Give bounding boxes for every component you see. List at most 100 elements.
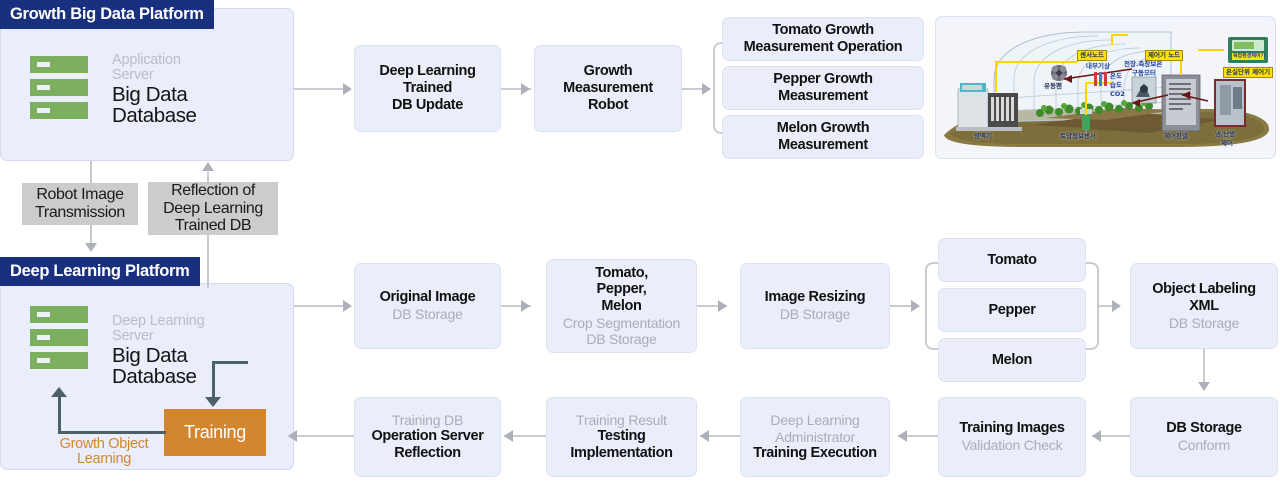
box-line: DB Storage <box>586 331 657 348</box>
box-line: Tomato, <box>595 264 648 281</box>
deep-server-subtitle-line1: Deep Learning <box>112 313 205 329</box>
greenhouse-label-temperature: 온도 <box>1110 72 1122 80</box>
robot-image-transmission-arrow <box>84 243 97 252</box>
note-reflection-deep-learning-trained-db: Reflection of Deep Learning Trained DB <box>148 182 278 235</box>
greenhouse-label-greenhouse-unit-controller: 온실단위 제어기 <box>1223 67 1274 79</box>
mid-flow-arrow-0 <box>343 299 352 312</box>
greenhouse-label-humidity: 습도 <box>1110 81 1122 89</box>
box-line: Trained <box>402 80 453 97</box>
bottom-flow-arrow-3 <box>898 429 907 442</box>
box-line: Melon <box>991 351 1033 368</box>
box-line: Deep Learning <box>379 63 476 80</box>
box-line: Implementation <box>570 445 673 462</box>
box-line: Tomato <box>987 251 1037 268</box>
mid-flow-arrow-2 <box>718 299 727 312</box>
growth-object-learning-label-line1: Growth Object <box>59 436 149 452</box>
crop-brace-right <box>1086 262 1099 350</box>
mid-flow-line-1 <box>501 305 531 307</box>
mid-flow-arrow-1 <box>521 299 530 312</box>
box-line: Testing <box>597 428 646 445</box>
box-line: Measurement Operation <box>743 39 903 55</box>
bottom-flow-arrow-0 <box>288 429 297 442</box>
growth-big-data-platform-title: Growth Big Data Platform <box>0 0 214 30</box>
top-flow-line-3 <box>682 88 710 90</box>
bottom-flow-line-3 <box>898 435 938 437</box>
box-line: Object Labeling <box>1152 281 1256 298</box>
server-rack-icon <box>30 56 88 120</box>
box-line: Training Execution <box>753 444 877 461</box>
object-labeling-to-db-storage-arrow <box>1197 382 1210 391</box>
growth-server-title-line2: Database <box>112 104 197 127</box>
box-line: Training Images <box>959 420 1065 437</box>
training-input-line-horizontal <box>212 361 248 364</box>
box-line: Administrator <box>775 428 855 445</box>
note-line1: Robot Image <box>36 186 124 204</box>
greenhouse-graphic <box>944 31 1269 147</box>
bottom-flow-arrow-1 <box>504 429 513 442</box>
growth-server-subtitle-line2: Server <box>112 67 154 83</box>
box-line: DB Update <box>392 96 463 113</box>
box-line: Conform <box>1177 437 1231 454</box>
training-input-arrow <box>205 397 221 407</box>
box-line: Deep Learning <box>770 412 860 429</box>
deep-server-title-line2: Database <box>112 365 197 388</box>
box-line: DB Storage <box>1168 314 1240 331</box>
box-line: Melon <box>601 298 642 315</box>
box-training-images-validation-check: Training Images Validation Check <box>938 397 1086 477</box>
greenhouse-label-sensor-node: 센서노드 <box>1077 50 1107 62</box>
box-line: XML <box>1189 297 1219 314</box>
box-line: Robot <box>587 96 629 113</box>
mid-flow-arrow-3 <box>911 299 920 312</box>
box-tomato-growth-measurement-operation: Tomato Growth Measurement Operation <box>722 17 924 61</box>
box-object-labeling-xml: Object Labeling XML DB Storage <box>1130 263 1278 349</box>
box-line: Tomato Growth <box>772 22 874 39</box>
box-line: Training Result <box>576 412 667 429</box>
top-flow-arrow-2 <box>521 82 530 95</box>
deep-learning-platform-title: Deep Learning Platform <box>0 257 200 287</box>
growth-server-title-line1: Big Data <box>112 83 188 106</box>
box-training-db-operation-server-reflection: Training DB Operation Server Reflection <box>354 397 501 477</box>
growth-object-learning-label-line2: Learning <box>76 451 132 467</box>
top-flow-arrow-1 <box>343 82 352 95</box>
reflection-arrow <box>201 162 214 171</box>
box-training-result-testing-implementation: Training Result Testing Implementation <box>546 397 697 477</box>
box-melon-growth-measurement: Melon Growth Measurement <box>722 115 924 159</box>
training-box[interactable]: Training <box>164 409 266 456</box>
note-robot-image-transmission: Robot Image Transmission <box>22 183 138 225</box>
note-line2: Deep Learning <box>163 199 263 217</box>
box-line: Measurement <box>778 137 868 153</box>
measurement-brace <box>713 42 726 134</box>
mid-flow-line-2 <box>697 305 727 307</box>
deep-server-subtitle-line2: Server <box>112 328 154 344</box>
box-crop-tomato: Tomato <box>938 238 1086 282</box>
top-flow-line-2 <box>501 88 531 90</box>
box-line: DB Storage <box>1166 420 1242 437</box>
bottom-flow-arrow-2 <box>700 429 709 442</box>
box-deep-learning-trained-db-update: Deep Learning Trained DB Update <box>354 45 501 132</box>
growth-server-subtitle-line1: Application <box>112 52 181 68</box>
bottom-flow-line-1 <box>504 435 546 437</box>
box-line: Pepper Growth <box>773 71 873 88</box>
mid-flow-line-3 <box>890 305 918 307</box>
box-image-resizing-db-storage: Image Resizing DB Storage <box>740 263 890 349</box>
mid-flow-line-0 <box>294 305 344 307</box>
box-crop-melon: Melon <box>938 338 1086 382</box>
greenhouse-label-drive-motor: 구동모터 <box>1132 69 1156 77</box>
box-line: Image Resizing <box>764 289 866 306</box>
bottom-flow-line-2 <box>700 435 740 437</box>
box-deep-learning-administrator-training-execution: Deep Learning Administrator Training Exe… <box>740 397 890 477</box>
greenhouse-label-control-panel: 제어판넬 <box>1164 132 1188 140</box>
box-line: Original Image <box>379 289 476 306</box>
box-line: DB Storage <box>392 306 463 323</box>
greenhouse-label-co2: CO2 <box>1110 90 1125 98</box>
box-growth-measurement-robot: Growth Measurement Robot <box>534 45 682 132</box>
greenhouse-label-ceiling-side-insulation: 천장.측창보온 <box>1124 60 1163 68</box>
greenhouse-label-cooling-heating-line1: 냉/난방 <box>1215 130 1236 138</box>
growth-object-learning-arrow <box>51 387 67 397</box>
reflection-line-bottom <box>207 232 209 288</box>
box-line: Melon Growth <box>776 120 870 137</box>
greenhouse-label-circulation-fan: 유동팬 <box>1044 82 1062 90</box>
robot-image-transmission-line-top <box>90 161 92 183</box>
training-input-line-vertical <box>212 361 215 397</box>
